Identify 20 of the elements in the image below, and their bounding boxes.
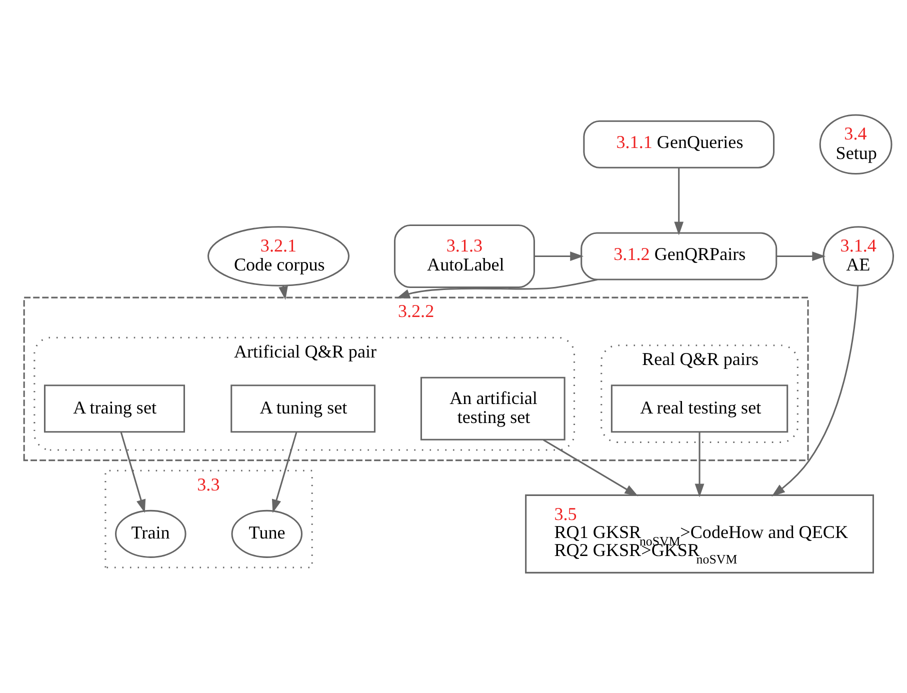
node-ellipse: Tune [231, 510, 303, 558]
arrow [772, 286, 859, 496]
node-box: 3.1.1 GenQueries [583, 120, 775, 168]
node-box: A real testing set [610, 384, 788, 433]
arrow [776, 252, 826, 261]
arrow [272, 432, 298, 513]
arrow [674, 168, 684, 236]
arrow [120, 432, 146, 513]
node-ellipse: Train [115, 510, 186, 558]
node-box: An artificial testing set [420, 376, 566, 440]
node-ellipse: 3.1.4 AE [822, 226, 894, 286]
arrow [396, 278, 598, 298]
node-box: A traing set [44, 384, 185, 433]
node-box: 3.1.2 GenQRPairs [580, 232, 778, 280]
node-box: A tuning set [230, 384, 376, 433]
arrow [694, 432, 704, 498]
node-box: 3.1.3 AutoLabel [394, 224, 535, 288]
node-box: 3.5 RQ1 GKSR$_{noSVM}$>CodeHow and QECK RQ2 GKSR>GKSR$_{noSVM}$ [525, 494, 874, 574]
node-ellipse: 3.4 Setup [819, 114, 892, 175]
arrow [534, 252, 584, 261]
